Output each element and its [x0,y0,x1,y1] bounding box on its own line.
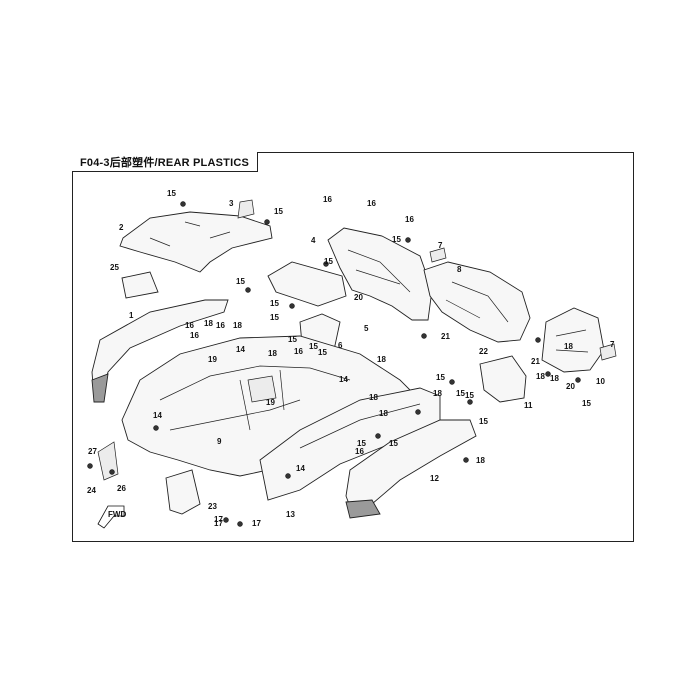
fwd-arrow-icon: FWD [97,505,126,529]
part-number-label: 26 [117,484,126,493]
part-number-label: 16 [294,347,303,356]
part-number-label: 21 [531,357,540,366]
part-number-label: 15 [288,335,297,344]
part-number-label: 15 [324,257,333,266]
part-number-label: 9 [217,437,222,446]
part-number-label: 22 [479,347,488,356]
part-number-label: 20 [566,382,575,391]
part-number-label: 25 [110,263,119,272]
part-number-label: 15 [270,313,279,322]
part-number-label: 5 [364,324,369,333]
part-number-label: 19 [266,398,275,407]
part-number-label: 17 [214,515,223,524]
part-number-label: 15 [436,373,445,382]
part-number-label: 18 [204,319,213,328]
diagram-title: F04-3后部塑件/REAR PLASTICS [80,156,250,169]
part-1-left-fender-stripe [91,373,109,403]
part-number-label: 19 [208,355,217,364]
part-7-clip-top [429,247,447,263]
part-number-label: 15 [392,235,401,244]
diagram-title-box: F04-3后部塑件/REAR PLASTICS [72,152,259,172]
part-number-label: 14 [236,345,245,354]
part-number-label: 17 [252,519,261,528]
part-number-label: 16 [405,215,414,224]
part-number-label: 15 [456,389,465,398]
fasteners [87,201,581,527]
part-number-label: 15 [582,399,591,408]
part-number-label: 17 [214,519,223,528]
part-number-label: 15 [465,391,474,400]
part-number-label: 7 [438,241,443,250]
part-number-label: 18 [379,409,388,418]
part-number-label: 13 [286,510,295,519]
part-number-label: 16 [216,321,225,330]
part-9-inner-box [247,375,277,403]
part-number-label: 16 [355,447,364,456]
part-number-label: 4 [311,236,316,245]
part-number-label: 20 [354,293,363,302]
part-number-label: 1 [129,311,134,320]
part-number-label: 24 [87,486,96,495]
part-number-label: 2 [119,223,124,232]
part-number-label: 15 [270,299,279,308]
part-number-label: 3 [229,199,234,208]
part-number-label: 18 [369,393,378,402]
part-23-mud-flap [165,469,201,515]
part-24-small-flap [97,441,119,481]
part-number-label: 12 [430,474,439,483]
part-number-label: 18 [268,349,277,358]
part-2-rear-rack-cover [119,211,273,273]
part-number-label: 15 [318,348,327,357]
part-number-label: 15 [309,342,318,351]
part-number-label: 10 [596,377,605,386]
part-number-label: 16 [185,321,194,330]
part-number-label: 14 [153,411,162,420]
part-number-label: 18 [433,389,442,398]
part-3-bracket [237,199,255,219]
part-12-stripe [345,499,381,519]
part-number-label: 16 [367,199,376,208]
part-number-label: 15 [167,189,176,198]
part-number-label: 16 [323,195,332,204]
part-number-label: 6 [338,341,343,350]
part-number-label: 15 [236,277,245,286]
part-number-label: 15 [389,439,398,448]
fwd-label: FWD [108,510,126,519]
part-4-top-panel [327,227,433,321]
part-number-label: 15 [479,417,488,426]
part-number-label: 11 [524,401,533,410]
part-number-label: 18 [233,321,242,330]
part-number-label: 14 [296,464,305,473]
part-number-label: 18 [377,355,386,364]
part-10-rear-light-housing [541,307,605,373]
part-20-seat-box [267,261,347,307]
part-25-box [121,271,159,299]
part-8-right-side-panel [423,261,531,343]
part-number-label: 18 [564,342,573,351]
part-number-label: 27 [88,447,97,456]
part-number-label: 18 [476,456,485,465]
part-number-label: 8 [457,265,462,274]
part-number-label: 14 [339,375,348,384]
part-11-mud-guard [479,355,527,403]
part-7-clip [599,343,617,361]
part-number-label: 7 [610,340,615,349]
part-number-label: 18 [550,374,559,383]
part-number-label: 16 [190,331,199,340]
part-number-label: 18 [536,372,545,381]
part-number-label: 15 [274,207,283,216]
part-number-label: 15 [357,439,366,448]
part-number-label: 23 [208,502,217,511]
part-number-label: 21 [441,332,450,341]
